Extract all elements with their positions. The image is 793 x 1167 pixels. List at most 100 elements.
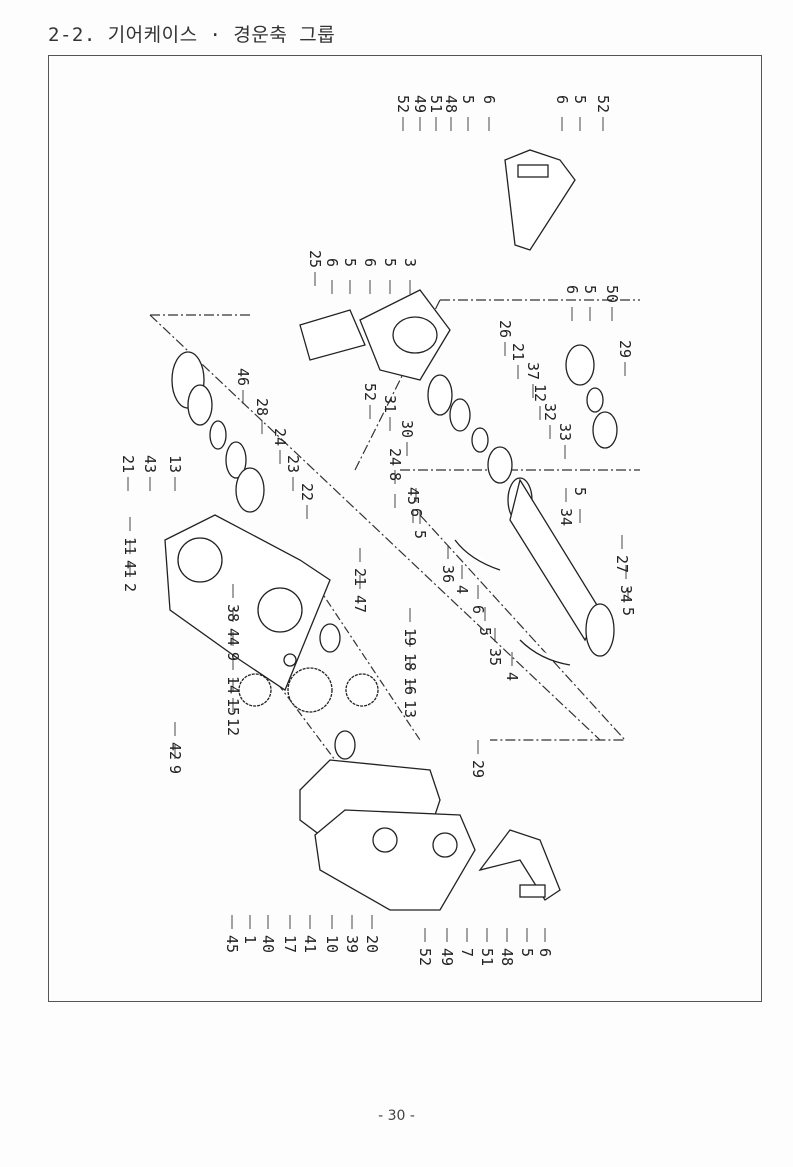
part-number-label: 20	[363, 935, 381, 953]
part-number-label: 35	[486, 648, 504, 666]
part-number-label: 51	[427, 95, 445, 113]
part-number-label: 41	[121, 560, 139, 578]
part-number-label: 6	[407, 508, 425, 517]
part-number-label: 16	[401, 677, 419, 695]
part-number-label: 33	[556, 423, 574, 441]
part-number-label: 2	[121, 583, 139, 592]
part-number-label: 6	[553, 95, 571, 104]
part-number-label: 52	[394, 95, 412, 113]
part-number-label: 5	[381, 258, 399, 267]
part-number-label: 11	[121, 537, 139, 555]
part-number-label: 43	[141, 455, 159, 473]
cover	[592, 411, 618, 449]
part-number-label: 42	[166, 742, 184, 760]
part-number-label: 50	[603, 285, 621, 303]
part-number-label: 30	[398, 420, 416, 438]
part-number-label: 49	[411, 95, 429, 113]
part-number-label: 45	[404, 487, 422, 505]
page-title: 2-2. 기어케이스 · 경운축 그룹	[48, 24, 336, 46]
cover-hole	[432, 832, 458, 858]
housing-bore	[392, 316, 438, 354]
part-number-label: 13	[401, 700, 419, 718]
part-number-label: 51	[478, 948, 496, 966]
shaft-flange	[585, 603, 615, 657]
hitch-bracket	[478, 829, 561, 901]
case-bore	[257, 587, 303, 633]
case-bore	[177, 537, 223, 583]
part-number-label: 5	[341, 258, 359, 267]
part-number-label: 5	[619, 607, 637, 616]
part-number-label: 36	[439, 565, 457, 583]
spring	[519, 884, 546, 898]
part-number-label: 5	[459, 95, 477, 104]
part-number-label: 9	[166, 765, 184, 774]
bearing	[209, 420, 227, 450]
part-number-label: 6	[563, 285, 581, 294]
part-number-label: 5	[571, 95, 589, 104]
flange	[187, 384, 213, 426]
part-number-label: 45	[223, 935, 241, 953]
part-number-label: 5	[518, 948, 536, 957]
part-number-label: 27	[613, 555, 631, 573]
gasket	[235, 467, 265, 513]
part-number-label: 29	[616, 340, 634, 358]
parts	[164, 149, 618, 911]
flange	[427, 374, 453, 416]
part-number-label: 48	[442, 95, 460, 113]
part-number-label: 40	[259, 935, 277, 953]
part-number-label: 19	[401, 628, 419, 646]
part-number-label: 6	[536, 948, 554, 957]
part-number-label: 8	[386, 472, 404, 481]
part-number-label: 9	[224, 652, 242, 661]
spring	[517, 164, 549, 178]
part-number-label: 29	[469, 760, 487, 778]
part-number-label: 47	[351, 595, 369, 613]
part-number-label: 5	[411, 530, 429, 539]
part-number-label: 3	[401, 258, 419, 267]
part-number-label: 10	[323, 935, 341, 953]
assembly-boundary	[149, 299, 640, 741]
end-cap	[565, 344, 595, 386]
part-number-label: 39	[343, 935, 361, 953]
part-number-label: 15	[224, 698, 242, 716]
part-number-label: 14	[224, 676, 242, 694]
part-number-label: 49	[438, 948, 456, 966]
part-number-label: 13	[166, 455, 184, 473]
part-number-label: 37	[524, 362, 542, 380]
part-number-label: 4	[503, 672, 521, 681]
gear	[238, 673, 272, 707]
part-number-label: 34	[557, 508, 575, 526]
part-number-label: 6	[323, 258, 341, 267]
gear	[287, 667, 333, 713]
part-number-label: 5	[476, 627, 494, 636]
part-number-label: 12	[224, 718, 242, 736]
part-number-label: 21	[119, 455, 137, 473]
part-number-label: 46	[234, 368, 252, 386]
part-number-label: 18	[401, 653, 419, 671]
part-number-label: 17	[281, 935, 299, 953]
part-number-label: 52	[361, 383, 379, 401]
part-number-label: 4	[453, 585, 471, 594]
cover-hole	[372, 827, 398, 853]
coupling	[449, 398, 471, 432]
part-number-label: 52	[416, 948, 434, 966]
cover-plate	[299, 309, 366, 361]
part-number-label: 44	[224, 628, 242, 646]
part-number-label: 38	[224, 604, 242, 622]
bearing	[334, 730, 356, 760]
part-number-label: 5	[571, 487, 589, 496]
part-number-label: 23	[284, 455, 302, 473]
part-number-label: 12	[531, 384, 549, 402]
part-number-label: 28	[253, 398, 271, 416]
part-number-label: 21	[509, 343, 527, 361]
gear	[345, 673, 379, 707]
part-number-label: 7	[458, 948, 476, 957]
part-number-label: 24	[386, 448, 404, 466]
tilling-blade	[454, 539, 501, 571]
part-number-label: 6	[469, 605, 487, 614]
tilling-shaft	[509, 478, 601, 642]
part-number-label: 26	[496, 320, 514, 338]
part-number-label: 31	[381, 395, 399, 413]
